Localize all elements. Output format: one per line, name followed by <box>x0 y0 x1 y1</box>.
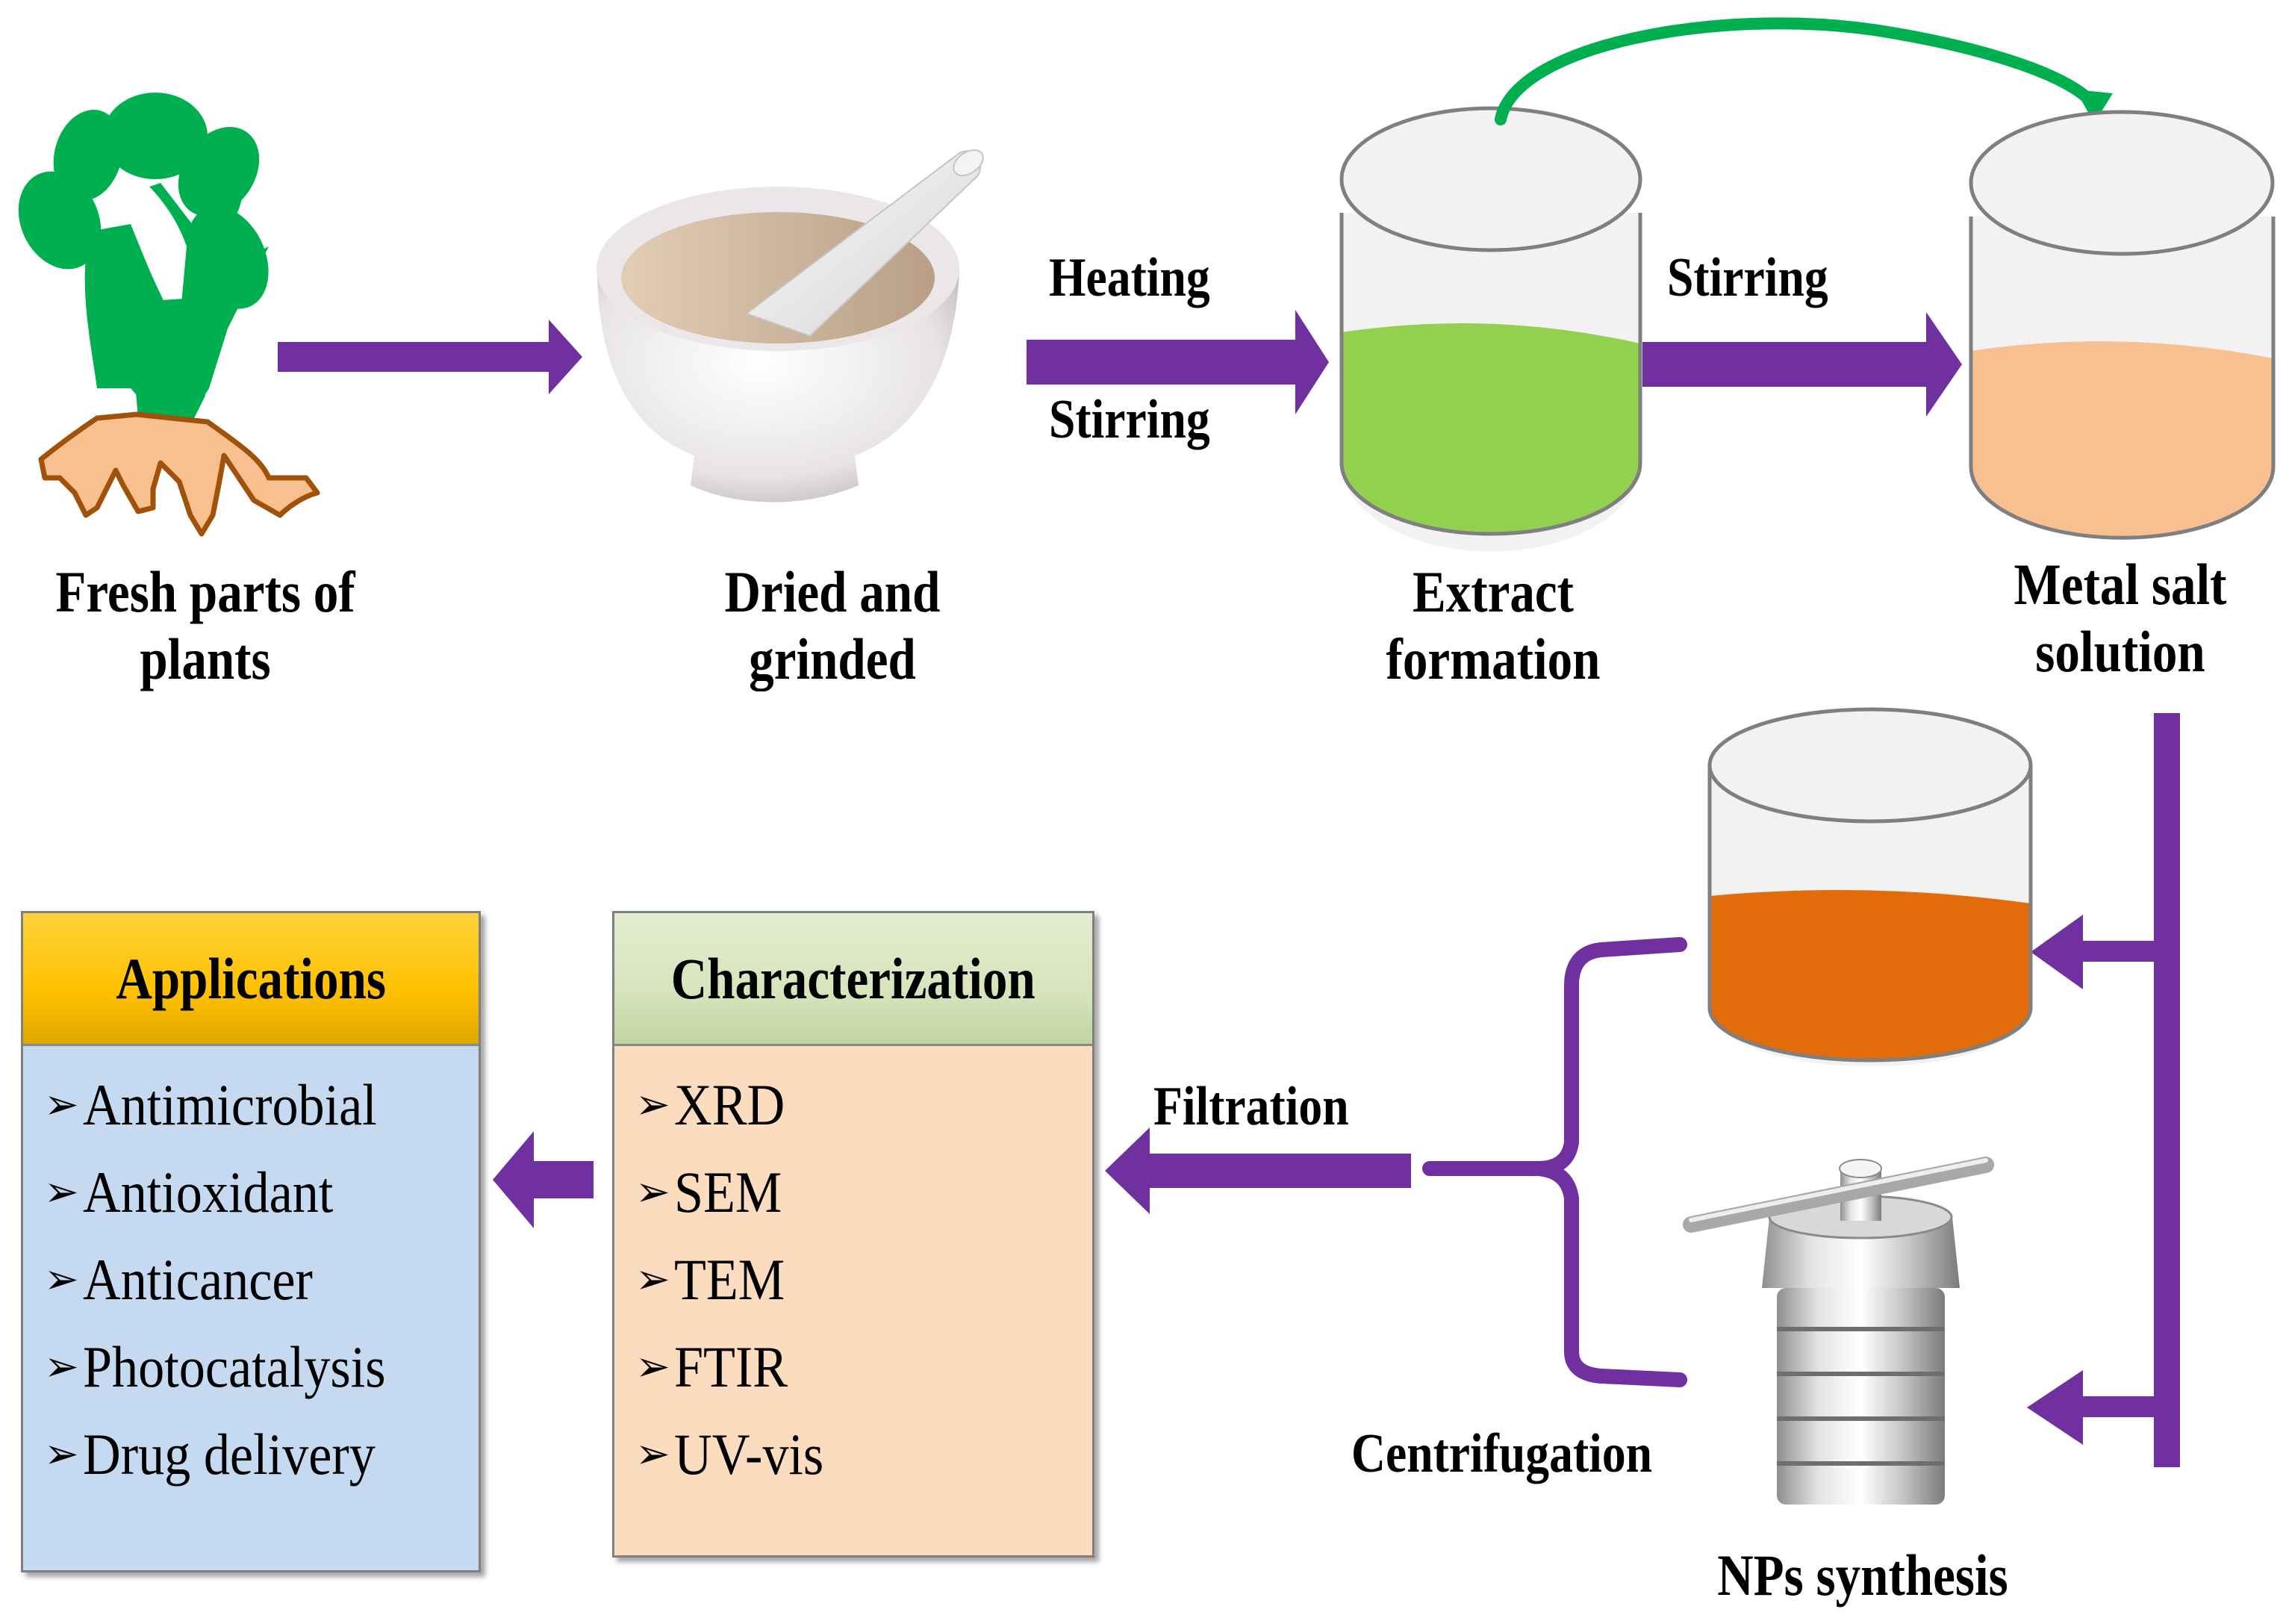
extract-beaker-icon <box>1339 106 1642 552</box>
bullet-arrow-icon: ➢ <box>635 1082 670 1128</box>
bullet-arrow-icon: ➢ <box>635 1344 670 1390</box>
arrow-salt-to-synthesis <box>2027 713 2180 1467</box>
curved-transfer-arrow <box>1495 17 2096 125</box>
applications-title: Applications <box>116 945 386 1011</box>
grind-label-line1: Dried and <box>724 559 941 624</box>
characterization-header: Characterization <box>614 913 1092 1046</box>
applications-item: ➢Antimicrobial <box>44 1071 377 1137</box>
applications-item: ➢Photocatalysis <box>44 1334 386 1399</box>
grind-label-line2: grinded <box>749 626 916 691</box>
bullet-arrow-icon: ➢ <box>44 1169 79 1216</box>
arrow-grind-to-extract <box>1027 310 1329 414</box>
characterization-item: ➢UV-vis <box>635 1421 824 1487</box>
step-label-grind: Dried and grinded <box>650 559 1015 692</box>
bracket-connector <box>1422 937 1687 1387</box>
salt-beaker-icon <box>1969 110 2276 540</box>
plant-label-line2: plants <box>140 626 271 691</box>
bullet-arrow-icon: ➢ <box>44 1082 79 1128</box>
arrow-label-heating: Heating <box>1049 247 1210 308</box>
arrow-label-filtration: Filtration <box>1153 1076 1349 1137</box>
bullet-arrow-icon: ➢ <box>635 1169 670 1216</box>
arrow-characterization-to-applications <box>493 1131 594 1228</box>
characterization-item: ➢TEM <box>635 1246 785 1312</box>
bullet-arrow-icon: ➢ <box>635 1431 670 1478</box>
step-label-plant: Fresh parts of plants <box>32 559 379 692</box>
arrow-extract-to-salt <box>1642 312 1962 417</box>
np-beaker-icon <box>1707 707 2033 1067</box>
autoclave-icon <box>1683 1157 1994 1505</box>
arrow-label-stirring-1: Stirring <box>1049 389 1210 450</box>
characterization-item: ➢XRD <box>635 1071 785 1137</box>
applications-header: Applications <box>23 913 479 1046</box>
plant-label-line1: Fresh parts of <box>55 559 355 624</box>
bullet-arrow-icon: ➢ <box>44 1257 79 1303</box>
extract-label-line1: Extract <box>1412 559 1575 624</box>
arrow-label-centrifugation: Centrifugation <box>1351 1423 1653 1484</box>
mortar-pestle-icon <box>597 149 984 503</box>
characterization-title: Characterization <box>670 945 1036 1011</box>
arrow-label-stirring-2: Stirring <box>1667 247 1828 308</box>
arrow-synthesis-to-characterization <box>1105 1127 1411 1214</box>
characterization-item: ➢SEM <box>635 1159 782 1225</box>
bullet-arrow-icon: ➢ <box>635 1257 670 1303</box>
characterization-item: ➢FTIR <box>635 1334 788 1399</box>
salt-label-line2: solution <box>2035 618 2205 684</box>
bullet-arrow-icon: ➢ <box>44 1431 79 1478</box>
extract-label-line2: formation <box>1386 626 1601 691</box>
bullet-arrow-icon: ➢ <box>44 1344 79 1390</box>
characterization-list: ➢XRD ➢SEM ➢TEM ➢FTIR ➢UV-vis <box>614 1046 1092 1555</box>
applications-list: ➢Antimicrobial ➢Antioxidant ➢Anticancer … <box>23 1046 479 1570</box>
nps-label: NPs synthesis <box>1717 1543 2008 1608</box>
applications-item: ➢Drug delivery <box>44 1421 376 1487</box>
salt-label-line1: Metal salt <box>2014 552 2227 617</box>
step-label-salt: Metal salt solution <box>1966 551 2275 685</box>
applications-item: ➢Antioxidant <box>44 1159 334 1225</box>
applications-box: Applications ➢Antimicrobial ➢Antioxidant… <box>21 911 481 1572</box>
step-label-nps: NPs synthesis <box>1687 1542 2040 1609</box>
plant-icon <box>18 93 320 537</box>
arrow-plant-to-grind <box>278 320 582 394</box>
characterization-box: Characterization ➢XRD ➢SEM ➢TEM ➢FTIR ➢U… <box>612 911 1094 1558</box>
applications-item: ➢Anticancer <box>44 1246 313 1312</box>
step-label-extract: Extract formation <box>1339 559 1648 692</box>
